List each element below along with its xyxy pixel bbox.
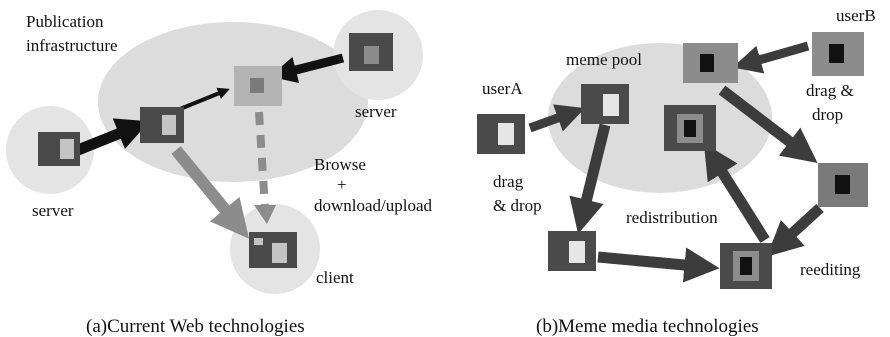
arrow-to-redistribution [597, 247, 720, 283]
label-server-left: server [32, 201, 74, 220]
label-download-upload: download/upload [314, 196, 433, 215]
pool-document-b [683, 43, 738, 83]
arrow-server-to-pool [75, 118, 150, 156]
label-redistribution: redistribution [626, 208, 718, 227]
label-drag-drop-b-line2: drop [812, 105, 843, 124]
arrow-reediting [766, 203, 824, 257]
arrow-pool-drag-drop-down [569, 123, 611, 234]
arrow-pool-to-userB-edit [718, 85, 818, 163]
dashed-download-line [255, 111, 269, 209]
arrow-pool-to-client [171, 146, 250, 239]
server-left-document [38, 132, 80, 166]
label-userA: userA [482, 79, 523, 98]
label-server-right: server [355, 102, 397, 121]
label-publication: Publication [26, 12, 104, 31]
caption-a: (a)Current Web technologies [86, 316, 305, 337]
panel-a-current-web: Publication infrastructure server server… [6, 10, 433, 337]
edited-document [818, 163, 868, 207]
label-meme-pool: meme pool [566, 50, 642, 69]
pool-document-a [581, 84, 629, 124]
arrow-server-right-to-pool [269, 53, 345, 84]
label-browse: Browse [314, 155, 366, 174]
arrow-userA-to-pool [528, 104, 585, 133]
arrow-redistribution-up [703, 143, 770, 243]
server-right-document [349, 33, 393, 71]
label-drag-drop-a-line2: & drop [493, 196, 542, 215]
label-userB: userB [836, 6, 876, 25]
label-client: client [316, 268, 354, 287]
dragged-document [548, 231, 596, 271]
label-plus: + [337, 175, 347, 194]
repository-document [234, 66, 282, 106]
label-infrastructure: infrastructure [26, 36, 118, 55]
label-drag-drop-b-line1: drag & [806, 81, 854, 100]
redistributed-composite-document [720, 243, 772, 289]
pool-document-composite [664, 105, 716, 151]
client-document [249, 232, 297, 268]
arrow-userB-to-pool [732, 41, 810, 74]
userA-document [477, 114, 525, 154]
caption-b: (b)Meme media technologies [536, 316, 759, 337]
pool-document [140, 107, 184, 143]
label-reediting: reediting [800, 260, 861, 279]
label-drag-drop-a-line1: drag [493, 172, 524, 191]
userB-document [812, 32, 864, 76]
dashed-download-arrowhead [254, 205, 276, 224]
panel-b-meme-media: meme pool userA userB drag & drop drag &… [477, 6, 876, 337]
